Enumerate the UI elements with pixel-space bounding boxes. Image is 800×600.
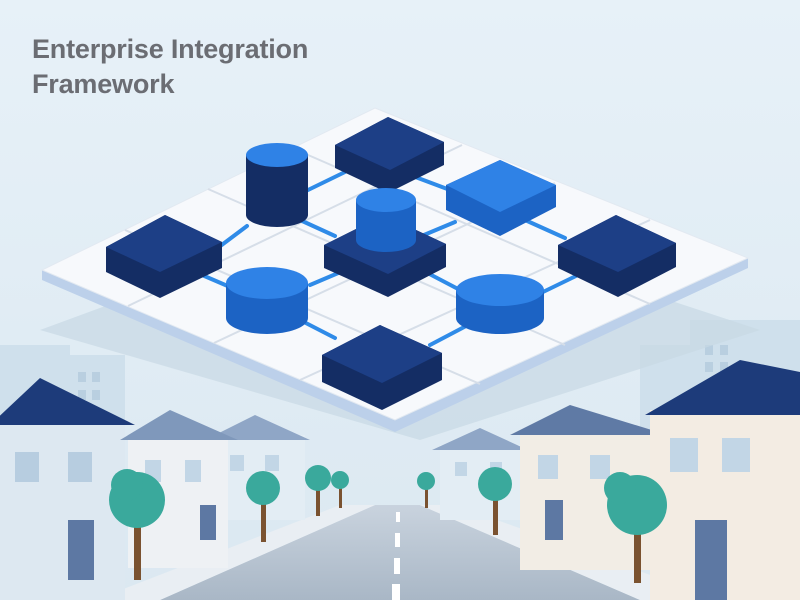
node-database-right xyxy=(456,274,544,334)
tree-right-far xyxy=(417,467,512,535)
road xyxy=(160,505,640,600)
tree-left-near xyxy=(109,469,165,580)
house-right-2 xyxy=(645,360,800,600)
tree-left-far xyxy=(305,465,349,516)
node-block-right xyxy=(558,215,676,297)
node-database-center xyxy=(356,188,416,252)
title-line-1: Enterprise Integration xyxy=(32,34,309,64)
page-title: Enterprise Integration Framework xyxy=(32,32,308,102)
title-line-2: Framework xyxy=(32,69,175,99)
node-database-tall xyxy=(246,143,308,227)
tree-right-near xyxy=(604,472,667,583)
node-block-bottom xyxy=(322,325,442,410)
background-windows xyxy=(78,345,728,400)
node-block-left xyxy=(106,215,222,298)
node-database-left xyxy=(226,267,308,334)
tree-left-mid xyxy=(246,471,280,542)
node-block-top xyxy=(335,117,444,193)
house-left-1 xyxy=(0,378,135,600)
node-block-bright xyxy=(446,160,556,236)
road-markings xyxy=(392,512,400,600)
sidewalk-left xyxy=(95,505,375,600)
